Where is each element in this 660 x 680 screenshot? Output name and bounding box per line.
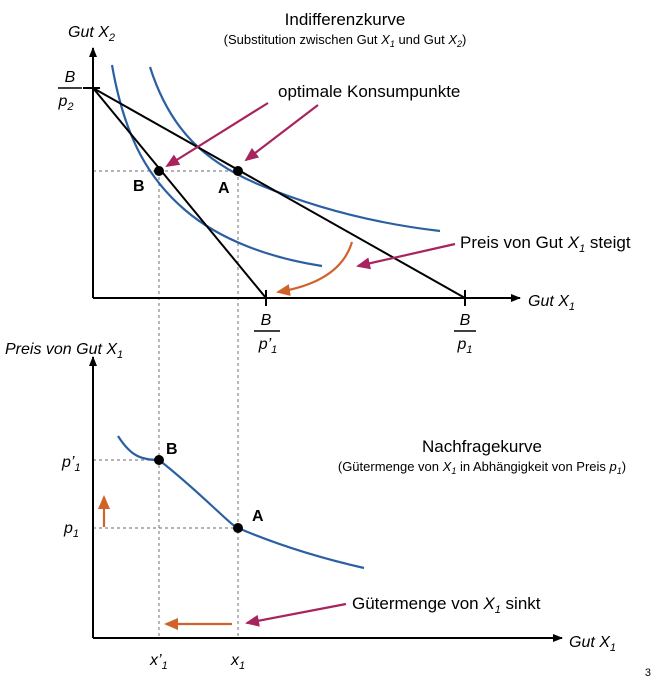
top-x-axis-label: Gut X1 (528, 293, 575, 313)
svg-text:B: B (460, 312, 471, 329)
x-intercept-new-label: B p’1 (254, 312, 280, 356)
annotation-optimal-points: optimale Konsumpunkte (278, 82, 460, 101)
quantity-old-label: x1 (230, 652, 245, 672)
demand-curve (117, 435, 365, 570)
arrow-optimal-to-a (244, 104, 319, 162)
point-b-top (154, 166, 164, 176)
arrow-budget-rotation (276, 241, 354, 297)
svg-text:B: B (261, 312, 272, 329)
x-intercept-old-label: B p1 (454, 312, 476, 356)
indifference-curve-low (110, 64, 323, 268)
point-b-bottom (154, 455, 164, 465)
indifference-curve-high (148, 66, 441, 233)
point-b-top-label: B (133, 178, 145, 195)
budget-line-old (92, 87, 466, 299)
point-b-bottom-label: B (166, 441, 178, 458)
svg-text:p2: p2 (57, 93, 73, 113)
bottom-title: Nachfragekurve (422, 437, 542, 456)
point-a-bottom-label: A (252, 508, 264, 525)
bottom-y-axis-label: Preis von Gut X1 (5, 341, 123, 361)
budget-line-new (92, 87, 267, 299)
annotation-quantity-decrease: Gütermenge von X1 sinkt (352, 594, 541, 616)
point-a-bottom (233, 523, 243, 533)
bottom-x-axis-label: Gut X1 (569, 634, 616, 654)
page-number: 3 (645, 667, 651, 679)
y-intercept-label: B p2 (57, 69, 82, 113)
price-old-label: p1 (63, 520, 79, 540)
top-guides (93, 170, 239, 638)
point-a-top (233, 166, 243, 176)
svg-text:p’1: p’1 (258, 336, 278, 356)
bottom-subtitle: (Gütermenge von X1 in Abhängigkeit von P… (338, 459, 626, 476)
top-title: Indifferenzkurve (285, 10, 406, 29)
svg-text:p1: p1 (456, 336, 472, 356)
price-new-label: p’1 (61, 454, 81, 474)
annotation-price-increase: Preis von Gut X1 steigt (460, 233, 631, 255)
quantity-new-label: x’1 (149, 652, 168, 672)
arrow-quantity-annotation (245, 602, 347, 627)
arrow-price-increase (356, 242, 456, 270)
point-a-top-label: A (218, 180, 230, 197)
arrow-optimal-to-b (165, 102, 269, 168)
svg-text:B: B (65, 69, 76, 86)
top-y-axis-label: Gut X2 (68, 24, 115, 44)
top-subtitle: (Substitution zwischen Gut X1 und Gut X2… (224, 32, 467, 49)
